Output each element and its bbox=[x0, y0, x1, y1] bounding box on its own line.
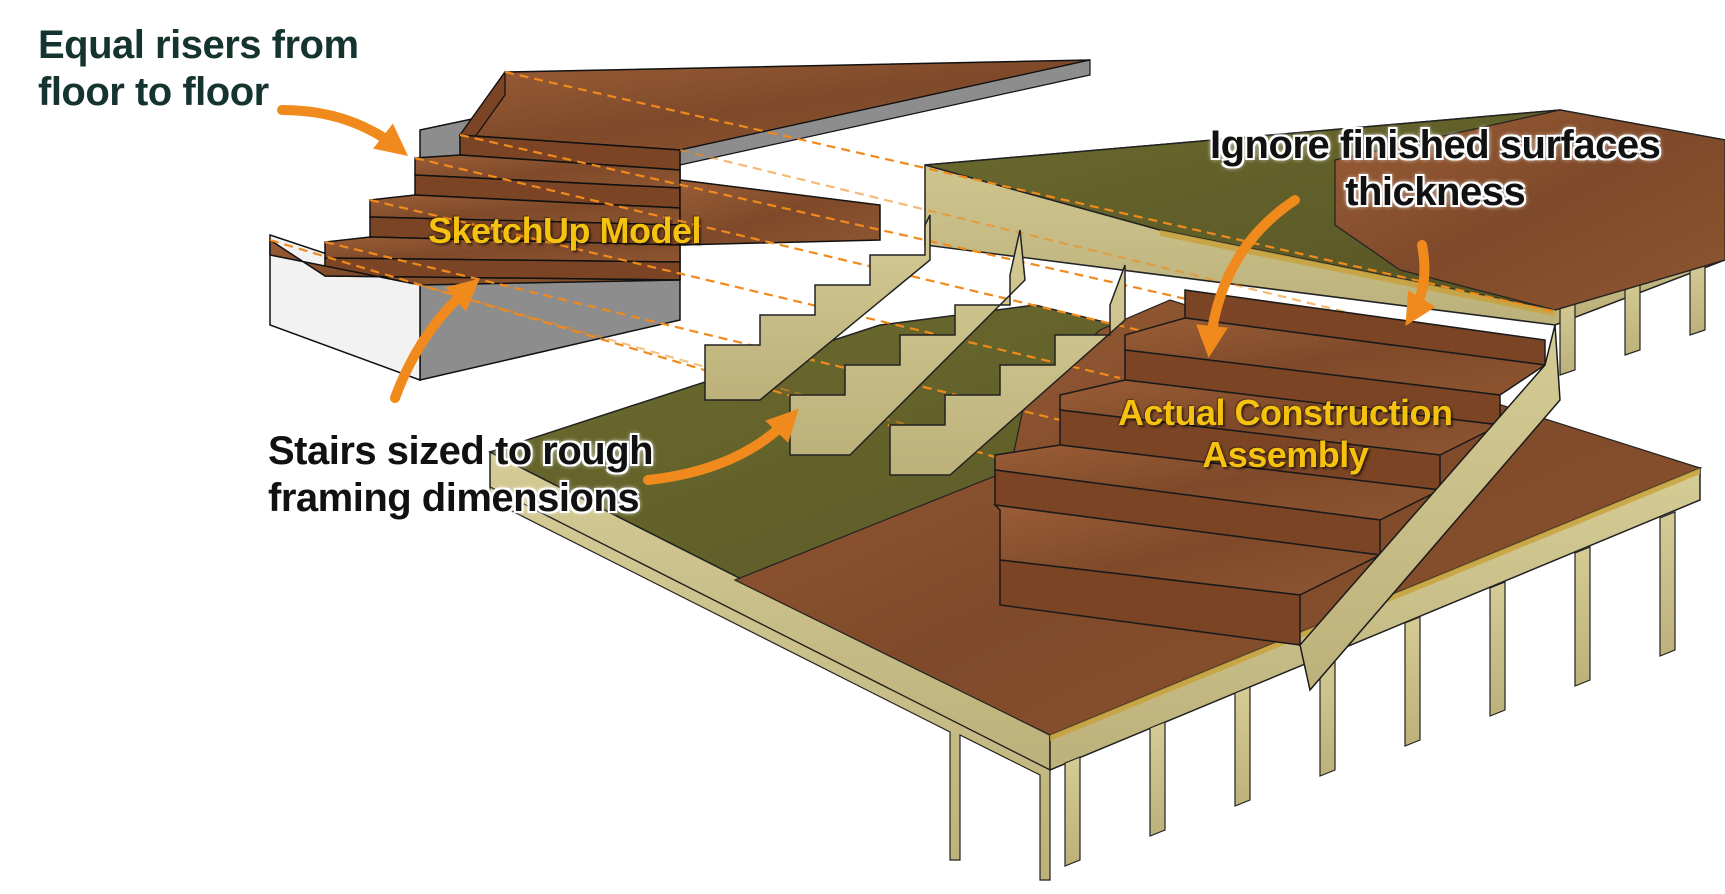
stairs-sized-line-2: framing dimensions bbox=[268, 476, 640, 521]
equal-risers-arrow bbox=[277, 105, 409, 156]
equal-risers-label: Equal risers from floor to floor bbox=[38, 22, 359, 116]
stairs-sized-label: Stairs sized to rough framing dimensions bbox=[268, 428, 654, 522]
actual-construction-label: Actual Construction Assembly bbox=[1118, 392, 1453, 477]
stairs-sized-line-1: Stairs sized to rough bbox=[268, 429, 654, 473]
actual-construction-line-1: Actual Construction bbox=[1118, 392, 1453, 433]
equal-risers-line-2: floor to floor bbox=[38, 70, 269, 115]
equal-risers-line-1: Equal risers from bbox=[38, 23, 359, 67]
ignore-finished-line-2: thickness bbox=[1345, 170, 1526, 215]
annotation-arrows bbox=[277, 105, 1436, 485]
finished-surface-arrow-right bbox=[1405, 240, 1436, 326]
sketchup-model-label: SketchUp Model bbox=[428, 210, 702, 251]
stair-stringers bbox=[704, 214, 1126, 476]
actual-construction-stairs bbox=[992, 289, 1561, 692]
ignore-finished-label: Ignore finished surfaces thickness bbox=[1210, 122, 1661, 216]
upper-floor-platform bbox=[924, 109, 1725, 376]
sketchup-model-stairs bbox=[269, 59, 1091, 382]
ignore-finished-line-1: Ignore finished surfaces bbox=[1210, 123, 1661, 167]
sketchup-stairs-arrow bbox=[390, 278, 480, 403]
actual-construction-line-2: Assembly bbox=[1202, 434, 1369, 476]
finished-surface-arrow-left bbox=[1196, 195, 1300, 358]
stringer-arrow bbox=[643, 408, 799, 485]
